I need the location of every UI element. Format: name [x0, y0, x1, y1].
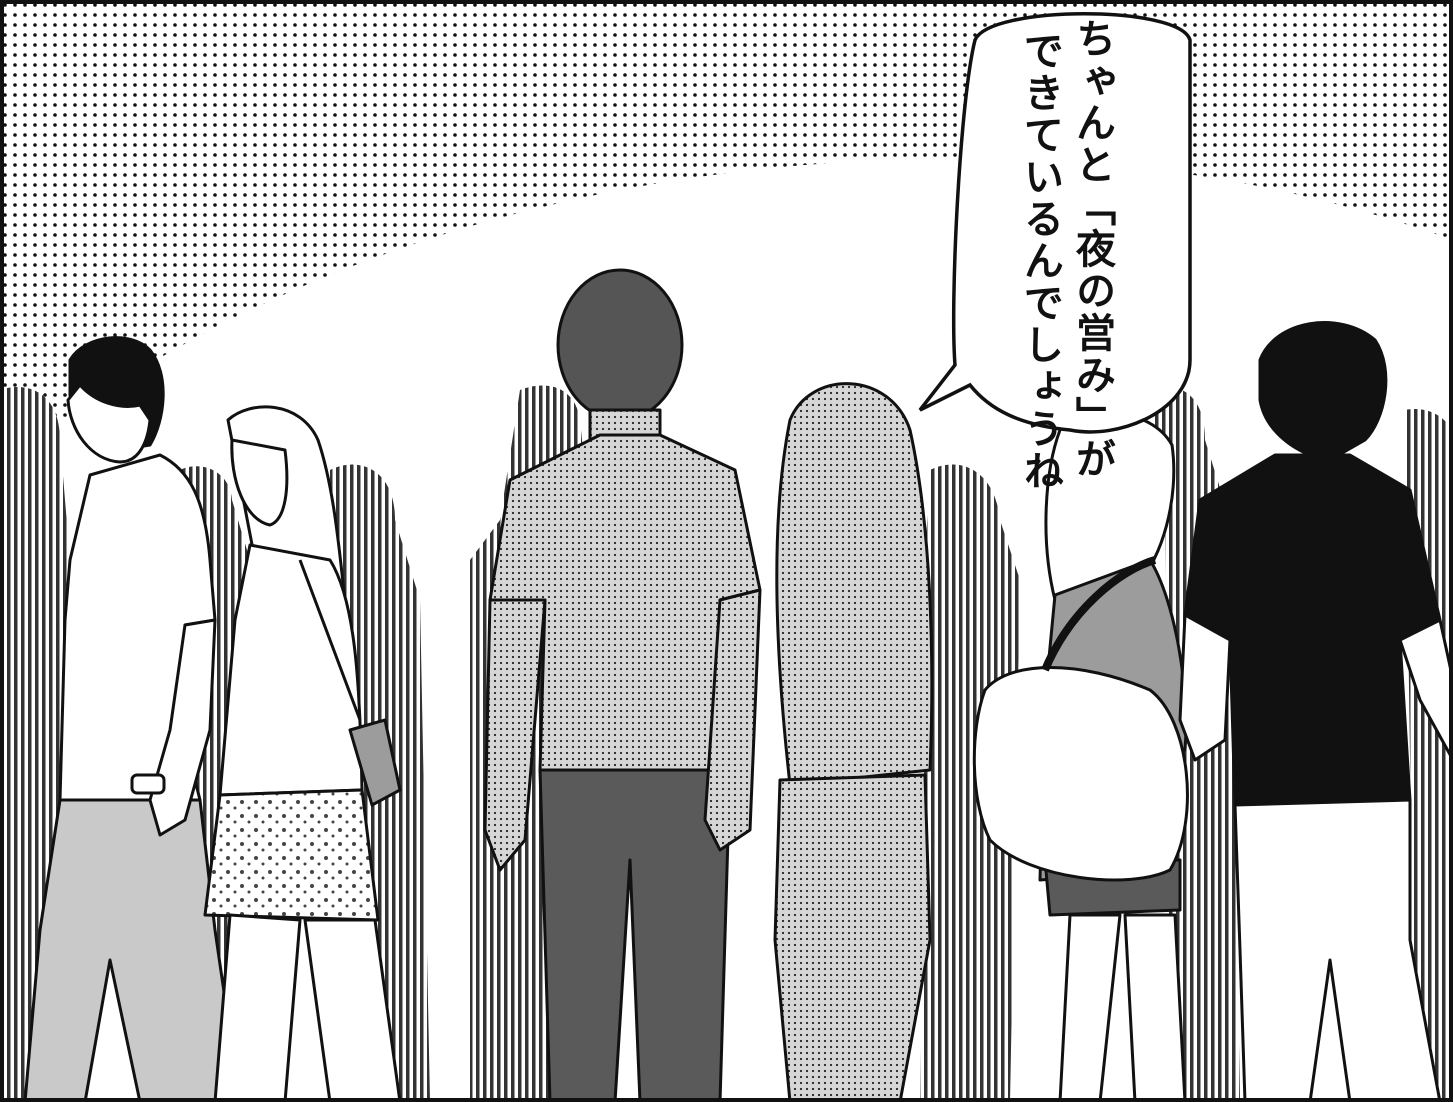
woman-floral-skirt [203, 405, 402, 1102]
woman-tote-bag [972, 411, 1189, 1102]
speech-line-2: できているんでしょうね [1017, 30, 1063, 492]
man-black-shirt [1178, 321, 1453, 1102]
speech-bubble [918, 12, 1192, 434]
woman-center-back [773, 382, 934, 1102]
speech-line-1: ちゃんと「夜の営み」が [1069, 18, 1115, 480]
man-center-back [483, 268, 762, 1102]
man-white-polo [23, 336, 242, 1102]
